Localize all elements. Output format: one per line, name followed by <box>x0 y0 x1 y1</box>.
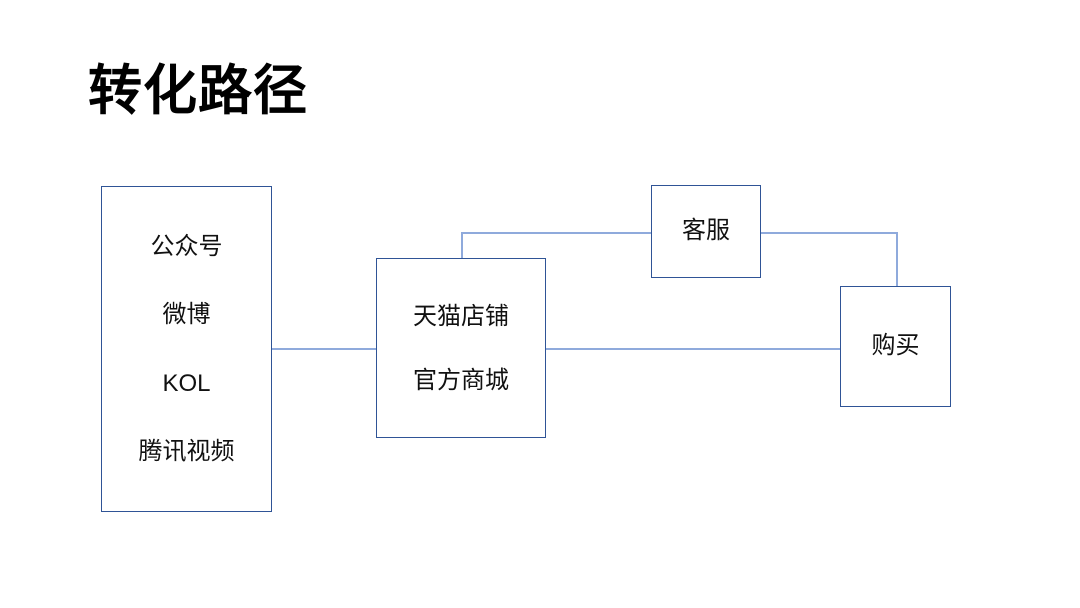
node-store-label-2: 官方商城 <box>413 366 509 394</box>
node-store[interactable]: 天猫店铺 官方商城 <box>376 258 546 438</box>
node-channels-label-2: 微博 <box>162 301 211 329</box>
connector-service-to-purchase-horizontal <box>760 232 898 234</box>
node-channels-label-4: 腾讯视频 <box>138 438 235 466</box>
node-channels[interactable]: 公众号 微博 KOL 腾讯视频 <box>101 186 272 512</box>
connector-channels-to-store <box>271 348 377 350</box>
node-channels-label-1: 公众号 <box>150 232 223 260</box>
node-purchase[interactable]: 购买 <box>840 286 951 407</box>
node-channels-label-3: KOL <box>162 369 211 397</box>
connector-store-to-service-horizontal <box>461 232 652 234</box>
node-customer-service[interactable]: 客服 <box>651 185 761 278</box>
connector-store-to-service-vertical <box>461 232 463 259</box>
node-store-label-1: 天猫店铺 <box>413 302 509 330</box>
page-title: 转化路径 <box>88 61 308 121</box>
node-purchase-label: 购买 <box>871 332 920 360</box>
connector-service-to-purchase-vertical <box>896 232 898 287</box>
node-customer-service-label: 客服 <box>682 217 730 245</box>
connector-store-to-purchase <box>545 348 841 350</box>
